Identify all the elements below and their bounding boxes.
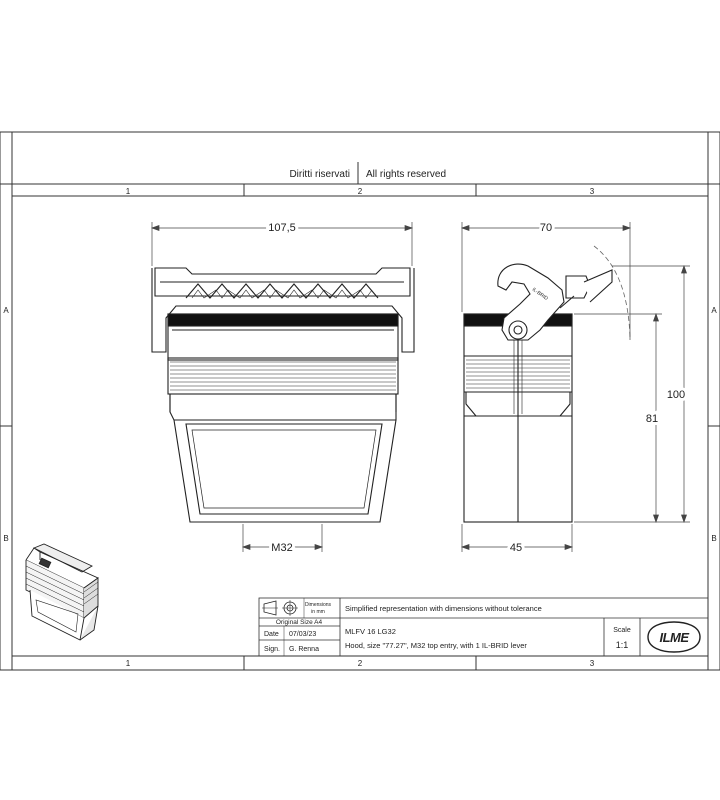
dim-side-base-label: 45 — [510, 542, 522, 554]
part-code: MLFV 16 LG32 — [345, 627, 396, 636]
dim-side-width — [460, 222, 632, 340]
front-view — [151, 267, 415, 523]
zone-col-2-top: 2 — [358, 187, 363, 196]
il-brid-lever — [497, 263, 565, 341]
side-view: IL-BRID — [463, 263, 613, 523]
dim-units-line2: in mm — [311, 609, 325, 615]
zone-row-a-right: A — [711, 306, 717, 315]
zone-col-3-top: 3 — [590, 187, 595, 196]
sign-label: Sign. — [264, 646, 280, 653]
ilme-logo-text: ILME — [659, 630, 689, 645]
scale-value: 1:1 — [616, 640, 629, 650]
zone-col-1-top: 1 — [126, 187, 131, 196]
zone-col-3-bottom: 3 — [590, 659, 595, 668]
zone-row-b-right: B — [711, 534, 716, 543]
tolerance-note: Simplified representation with dimension… — [345, 604, 542, 613]
dim-m32 — [241, 524, 324, 552]
dim-side-base — [460, 524, 574, 552]
dim-m32-label: M32 — [271, 542, 292, 554]
front-ribs — [170, 361, 396, 391]
lever-zigzag — [185, 283, 379, 299]
part-description: Hood, size "77.27", M32 top entry, with … — [345, 641, 527, 650]
dim-units-line1: Dimensions — [305, 602, 332, 608]
dim-height-body-label: 81 — [646, 413, 658, 425]
date-label: Date — [264, 631, 279, 638]
zone-row-b-left: B — [3, 534, 8, 543]
rights-text-en: All rights reserved — [366, 169, 446, 180]
dim-height-total-label: 100 — [667, 389, 685, 401]
zone-col-1-bottom: 1 — [126, 659, 131, 668]
sheet-frame — [0, 131, 720, 671]
zone-col-2-bottom: 2 — [358, 659, 363, 668]
original-size: Original Size A4 — [276, 619, 323, 626]
projection-symbol-icon — [262, 600, 298, 616]
isometric-view — [25, 543, 99, 641]
dim-side-width-label: 70 — [540, 222, 552, 234]
scale-label: Scale — [613, 627, 631, 634]
title-block — [258, 597, 709, 657]
rights-text-it: Diritti riservati — [289, 169, 350, 180]
zone-row-a-left: A — [3, 306, 9, 315]
dim-front-width — [150, 222, 414, 266]
dim-height-body — [574, 312, 690, 524]
dim-height-total — [612, 264, 690, 524]
ilme-logo: ILME — [647, 621, 701, 653]
lever-swing-arc — [593, 245, 631, 339]
side-ribs — [466, 359, 570, 389]
dim-front-width-label: 107,5 — [268, 222, 296, 234]
date-value: 07/03/23 — [289, 631, 316, 638]
sign-value: G. Renna — [289, 646, 319, 653]
